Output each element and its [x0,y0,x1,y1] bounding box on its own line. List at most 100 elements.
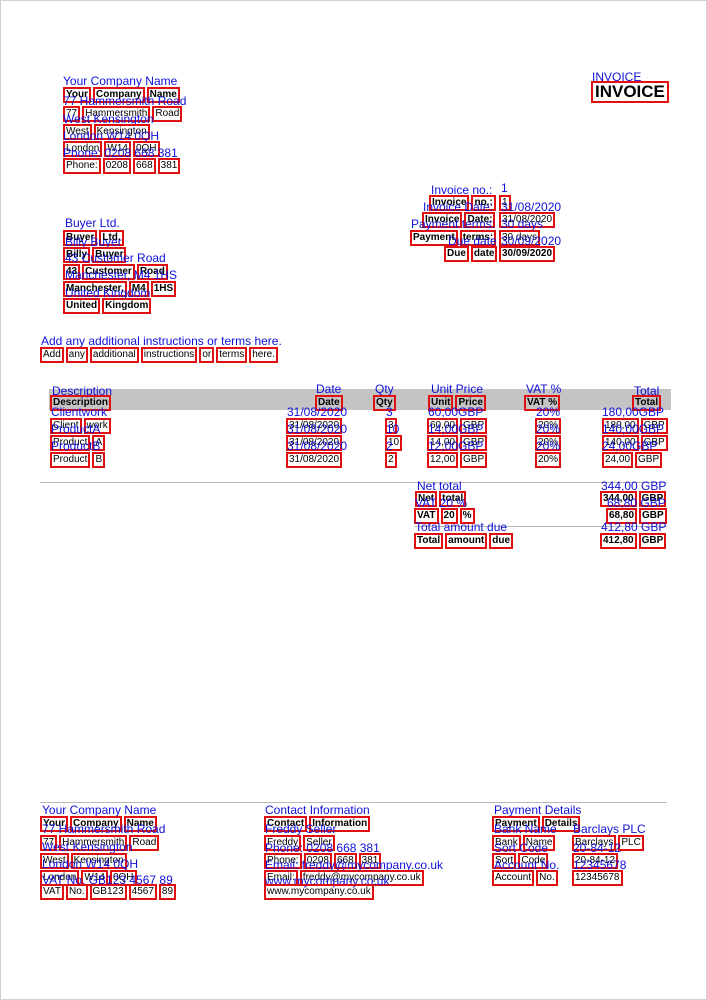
footer-company-title-overlay: Your Company Name [42,803,157,817]
vat-value-box: 68,80 [606,508,638,524]
seller-name-box: Company [93,87,145,103]
cell-qty-box: 2 [385,452,397,468]
due-date-label-box: date [470,246,498,262]
invoice-date-label-box: Invoice [422,212,463,228]
seller-name-overlay: Your Company Name [63,74,178,88]
buyer-country-box: Kingdom [102,298,152,314]
due-date-label-box: Due [444,246,469,262]
footer-company-city-overlay: London W14 0QH [42,857,139,871]
note-box: instructions [140,347,198,363]
invoice-no-box: 1 [499,195,511,211]
invoice-date-box: 31/08/2020 [499,212,556,228]
vat-value-overlay: 68,80 GBP [607,496,666,510]
cell-date-overlay: 31/08/2020 [287,405,348,419]
cell-total-box: GBP [635,452,663,468]
footer-payment-title-box: Payment [492,816,540,832]
buyer-name-box: Buyer [63,230,98,246]
net-label-box: Net [415,491,438,507]
footer-company-vat-box: GB123 [89,884,127,900]
payment-terms-overlay: 30 days [501,217,544,231]
net-label-box: total [439,491,467,507]
cell-description-overlay: ProductA [51,422,101,436]
buyer-city-overlay: Manchester, M4 1HS [65,268,178,282]
seller-phone-overlay: Phone: 0208 668 381 [63,146,178,160]
footer-contact-email-overlay: Email: freddy@mycompany.co.uk [265,858,444,872]
footer-company-area-overlay: West Kensington [42,840,133,854]
seller-area-overlay: West Kensington [63,112,154,126]
th-date: Date [315,395,343,411]
cell-vat-overlay: 20% [536,439,561,453]
seller-city-overlay: London W14 0QH [63,129,160,143]
invoice-title: INVOICE [591,81,669,103]
cell-qty: 2 [385,452,397,468]
account-value: 12345678 [572,870,623,886]
cell-description-box: B [92,452,106,468]
cell-date: 31/08/2020 [286,452,343,468]
cell-unit-price-box: GBP [460,435,488,451]
footer-contact-title-overlay: Contact Information [265,803,370,817]
footer-contact-title-box: Information [309,816,371,832]
buyer-contact-overlay: Billy Buyer [65,235,122,249]
payment-terms-label-box: terms: [459,230,497,246]
buyer-street-box: Road [136,264,168,280]
due-date-overlay: 30/09/2020 [501,234,562,248]
invoice-no-label-overlay: Invoice no.: [431,183,493,197]
invoice-no-overlay: 1 [501,181,508,195]
cell-vat-box: 20% [535,418,562,434]
footer-contact-name-overlay: Freddy Seller [265,822,337,836]
cell-description-box: A [92,435,106,451]
cell-vat-box: 20% [535,452,562,468]
buyer-contact-box: Buyer [92,247,127,263]
cell-description-box: Product [50,435,91,451]
footer-company-street-box: Road [129,835,160,851]
note-box: additional [89,347,139,363]
due-value-box: 412,80 [600,533,637,549]
vat-label-box: 20 [440,508,458,524]
seller-city-box: W14 [104,141,131,157]
buyer-city-box: M4 [128,281,149,297]
footer-contact-web-box: www.mycompany.co.uk [264,884,374,900]
cell-qty: 10 [385,435,403,451]
bank-label-box: Name [522,835,556,851]
note-box: or [199,347,215,363]
cell-qty-box: 10 [385,435,403,451]
footer-company-vat-overlay: VAT No. GB123 4567 89 [42,873,173,887]
invoice-no-label-box: no.: [471,195,496,211]
seller-area-box: Kensington [93,124,150,140]
th-qty: Qty [373,395,396,411]
cell-total-overlay: 180,00GBP [602,405,665,419]
cell-qty: 3 [385,418,397,434]
bank-value-box: Barclays [572,835,617,851]
footer-divider [40,802,667,803]
footer-company-vat-box: 89 [158,884,177,900]
th-description: Description [50,395,112,411]
seller-name-box: Your [63,87,92,103]
cell-total-box: GBP [640,418,668,434]
invoice-date-overlay: 31/08/2020 [501,200,562,214]
cell-unit-price-box: GBP [460,418,488,434]
footer-company-title-box: Company [70,816,122,832]
payment-terms: 30 days [499,230,541,246]
footer-contact-phone-box: 0208 [303,853,332,869]
footer-company-area-box: West [40,853,69,869]
cell-date-box: 31/08/2020 [286,452,343,468]
